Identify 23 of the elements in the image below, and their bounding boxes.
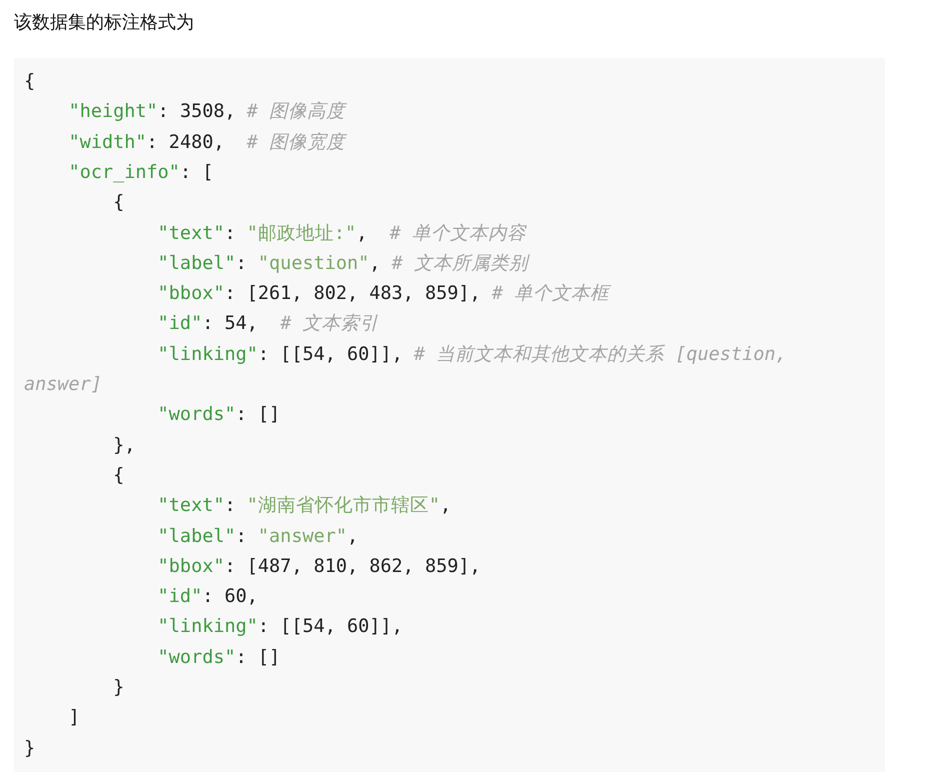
- code-line: "text": "湖南省怀化市市辖区",: [156, 494, 452, 518]
- code-line: {: [112, 191, 126, 216]
- code-line: "ocr_info": [: [68, 160, 214, 185]
- code-line: "id": 60,: [156, 585, 259, 610]
- code-line: "id": 54, # 文本索引: [156, 312, 380, 336]
- code-line: {: [112, 464, 126, 488]
- heading: 该数据集的标注格式为: [14, 11, 194, 35]
- code-line: },: [112, 434, 136, 458]
- code-line: }: [112, 676, 126, 700]
- code-line: "label": "answer",: [156, 524, 360, 548]
- code-line: "width": 2480, # 图像宽度: [68, 130, 348, 155]
- code-line: ]: [68, 706, 81, 730]
- code-line: "text": "邮政地址:", # 单个文本内容: [156, 222, 528, 246]
- code-line: {: [24, 70, 36, 94]
- code-line: "words": []: [156, 646, 282, 670]
- code-line: "bbox": [487, 810, 862, 859],: [156, 554, 482, 579]
- code-line: "label": "question", # 文本所属类别: [156, 252, 531, 276]
- code-line: "height": 3508, # 图像高度: [68, 100, 348, 124]
- code-line: "linking": [[54, 60]],: [156, 615, 404, 640]
- code-line: "linking": [[54, 60]], # 当前文本和其他文本的关系 [question, answer]: [24, 342, 788, 397]
- code-line: }: [24, 736, 36, 761]
- code-line: "bbox": [261, 802, 483, 859], # 单个文本框: [156, 282, 612, 306]
- code-line: "words": []: [156, 403, 282, 428]
